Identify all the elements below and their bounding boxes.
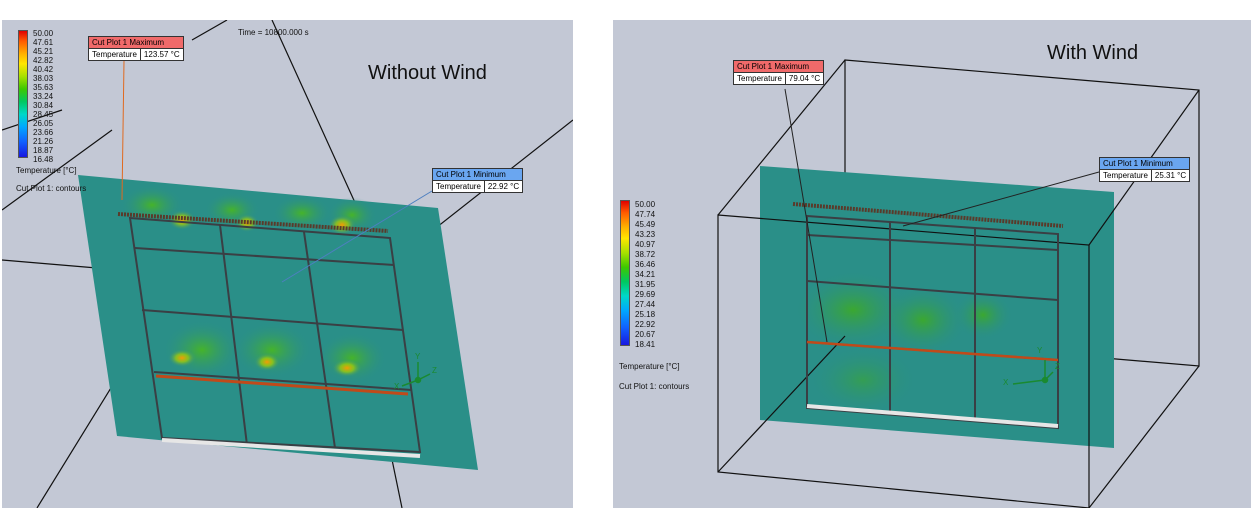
legend-tick: 28.45 — [33, 110, 54, 119]
scene-without-wind — [2, 20, 573, 508]
legend-tick: 20.67 — [635, 330, 656, 339]
min-callout[interactable]: Cut Plot 1 Minimum Temperature 25.31 °C — [1099, 157, 1191, 182]
legend-tick: 30.84 — [33, 101, 54, 110]
max-callout-param: Temperature — [734, 73, 786, 84]
min-callout-param: Temperature — [433, 181, 485, 192]
triad-x-label: X — [1003, 378, 1009, 387]
max-leader-line — [121, 60, 125, 201]
legend-tick: 33.24 — [33, 92, 54, 101]
min-callout-value: 22.92 °C — [487, 182, 520, 191]
legend-tick: 18.87 — [33, 146, 54, 155]
legend-tick: 50.00 — [635, 200, 656, 209]
legend-ticks: 50.00 47.74 45.49 43.23 40.97 38.72 36.4… — [635, 201, 675, 361]
legend-tick: 34.21 — [635, 270, 656, 279]
legend-plot-label: Cut Plot 1: contours — [619, 382, 690, 391]
min-callout-title: Cut Plot 1 Minimum — [1100, 158, 1190, 170]
legend-tick: 47.61 — [33, 38, 54, 47]
max-callout-value: 79.04 °C — [788, 74, 821, 83]
legend-tick: 40.42 — [33, 65, 54, 74]
legend-quantity-label: Temperature [°C] — [16, 166, 77, 175]
legend-tick: 40.97 — [635, 240, 656, 249]
legend-tick: 25.18 — [635, 310, 656, 319]
min-leader-line — [902, 171, 1100, 227]
max-callout[interactable]: Cut Plot 1 Maximum Temperature 79.04 °C — [733, 60, 825, 85]
max-leader-line — [784, 88, 828, 343]
legend-tick: 45.49 — [635, 220, 656, 229]
legend-tick: 36.46 — [635, 260, 656, 269]
legend-tick: 26.05 — [33, 119, 54, 128]
max-callout-param: Temperature — [89, 49, 141, 60]
min-callout-value: 25.31 °C — [1154, 171, 1187, 180]
scene-with-wind — [717, 59, 1200, 508]
legend-tick: 45.21 — [33, 47, 54, 56]
legend-tick: 38.72 — [635, 250, 656, 259]
legend-tick: 21.26 — [33, 137, 54, 146]
lower-heater — [155, 374, 409, 396]
window-sill — [161, 438, 421, 458]
legend-tick: 27.44 — [635, 300, 656, 309]
max-callout[interactable]: Cut Plot 1 Maximum Temperature 123.57 °C — [88, 36, 184, 61]
min-leader-line — [281, 190, 433, 283]
coordinate-triad — [1012, 360, 1054, 385]
min-callout[interactable]: Cut Plot 1 Minimum Temperature 22.92 °C — [432, 168, 524, 193]
simulation-time: Time = 10800.000 s — [238, 28, 309, 37]
upper-heater — [792, 202, 1064, 228]
panel-title-with-wind: With Wind — [1047, 42, 1139, 64]
legend-ticks: 50.00 47.61 45.21 42.82 40.42 38.03 35.6… — [33, 30, 73, 165]
max-callout-title: Cut Plot 1 Maximum — [89, 37, 183, 49]
coordinate-triad — [401, 362, 431, 387]
legend-tick: 50.00 — [33, 29, 54, 38]
window-frame — [128, 216, 422, 454]
lower-heater — [806, 340, 1059, 362]
legend-tick: 16.48 — [33, 155, 54, 164]
legend-tick: 42.82 — [33, 56, 54, 65]
viewport-with-wind[interactable]: 50.00 47.74 45.49 43.23 40.97 38.72 36.4… — [613, 20, 1251, 508]
triad-z-label: Z — [1055, 362, 1060, 371]
legend-tick: 23.66 — [33, 128, 54, 137]
viewport-without-wind[interactable]: 50.00 47.61 45.21 42.82 40.42 38.03 35.6… — [2, 20, 573, 508]
legend-tick: 18.41 — [635, 340, 656, 349]
panel-title-without-wind: Without Wind — [368, 62, 487, 84]
max-callout-title: Cut Plot 1 Maximum — [734, 61, 824, 73]
legend-quantity-label: Temperature [°C] — [619, 362, 680, 371]
legend-tick: 29.69 — [635, 290, 656, 299]
min-callout-title: Cut Plot 1 Minimum — [433, 169, 523, 181]
temperature-color-scale — [620, 200, 630, 346]
legend-tick: 43.23 — [635, 230, 656, 239]
legend-tick: 35.63 — [33, 83, 54, 92]
triad-y-label: Y — [1037, 346, 1043, 355]
max-callout-value: 123.57 °C — [143, 50, 180, 59]
min-callout-param: Temperature — [1100, 170, 1152, 181]
triad-z-label: Z — [432, 366, 437, 375]
legend-plot-label: Cut Plot 1: contours — [16, 184, 87, 193]
window-sill — [806, 404, 1059, 428]
triad-y-label: Y — [415, 352, 421, 361]
legend-tick: 47.74 — [635, 210, 656, 219]
legend-tick: 38.03 — [33, 74, 54, 83]
legend-tick: 31.95 — [635, 280, 656, 289]
temperature-color-scale — [18, 30, 28, 158]
triad-x-label: X — [394, 382, 400, 391]
upper-heater — [117, 212, 389, 233]
legend-tick: 22.92 — [635, 320, 656, 329]
